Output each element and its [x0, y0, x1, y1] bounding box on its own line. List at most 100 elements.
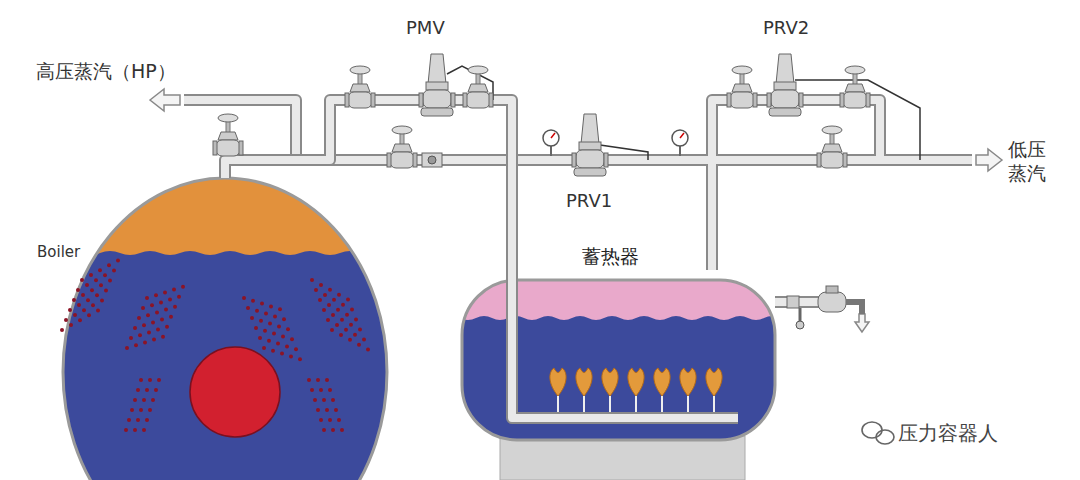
globe-valve [840, 66, 870, 108]
tube-dot [133, 398, 137, 402]
tube-dot [148, 378, 152, 382]
tube-dot [137, 316, 141, 320]
tube-dot [145, 418, 149, 422]
tube-dot [319, 418, 323, 422]
pipework [184, 100, 972, 302]
tube-dot [314, 288, 318, 292]
tube-dot [337, 418, 341, 422]
tube-dot [156, 328, 160, 332]
tube-dot [250, 316, 254, 320]
tube-dot [273, 314, 277, 318]
tube-dot [260, 302, 264, 306]
tube-dot [246, 306, 250, 310]
tube-dot [337, 293, 341, 297]
tube-dot [326, 318, 330, 322]
tube-dot [133, 326, 137, 330]
accumulator-shell [460, 278, 780, 448]
tube-dot [76, 288, 80, 292]
boiler-shell [50, 170, 400, 480]
tube-dot [313, 398, 317, 402]
watermark: 压力容器人 [898, 421, 998, 445]
globe-valve [463, 66, 493, 108]
tube-dot [276, 342, 280, 346]
tube-dot [69, 323, 73, 327]
tube-dot [81, 293, 85, 297]
accumulator: 蓄热器 [462, 280, 775, 440]
globe-valve [345, 66, 375, 108]
tube-dot [72, 298, 76, 302]
tube-dot [272, 332, 276, 336]
tube-dot [282, 317, 286, 321]
tube-dot [146, 313, 150, 317]
tube-dot [139, 378, 143, 382]
steam-pipe [225, 100, 512, 280]
tube-dot [349, 323, 353, 327]
tube-dot [357, 343, 361, 347]
tube-dot [125, 346, 129, 350]
tube-dot [286, 327, 290, 331]
tube-dot [280, 352, 284, 356]
tube-dot [169, 315, 173, 319]
tube-dot [294, 347, 298, 351]
tube-dot [358, 328, 362, 332]
tube-dot [151, 398, 155, 402]
tube-dot [141, 306, 145, 310]
steam-trap [787, 286, 862, 329]
tube-dot [345, 313, 349, 317]
tube-dot [348, 338, 352, 342]
tube-dot [60, 328, 64, 332]
tube-dot [133, 428, 137, 432]
valve-tag: PMV [406, 17, 445, 39]
check-valve [422, 153, 442, 167]
tube-dot [104, 288, 108, 292]
tube-dot [134, 343, 138, 347]
tube-dot [142, 323, 146, 327]
tube-dot [346, 298, 350, 302]
tube-dot [154, 388, 158, 392]
steam-nozzle [602, 368, 618, 412]
pressure-valve [572, 114, 608, 176]
tube-dot [254, 326, 258, 330]
tube-dot [336, 308, 340, 312]
tube-dot [173, 305, 177, 309]
tube-dot [172, 288, 176, 292]
tube-dot [90, 288, 94, 292]
tube-dot [277, 324, 281, 328]
stream-label: 高压蒸汽（HP） [36, 60, 176, 83]
tube-dot [269, 304, 273, 308]
globe-valve [387, 126, 417, 168]
steam-nozzle [576, 368, 592, 412]
tube-dot [362, 338, 366, 342]
tube-dot [350, 308, 354, 312]
tube-dot [136, 418, 140, 422]
node-label: 蓄热器 [582, 245, 639, 268]
steam-nozzle [706, 368, 722, 412]
tube-dot [366, 348, 370, 352]
tube-dot [316, 408, 320, 412]
tube-dot [142, 428, 146, 432]
steam-nozzle [680, 368, 696, 412]
pressure-valve [419, 54, 455, 116]
tube-dot [278, 307, 282, 311]
valves [213, 54, 920, 329]
tube-dot [268, 322, 272, 326]
tube-dot [264, 312, 268, 316]
tube-dot [108, 278, 112, 282]
node-label: Boiler [37, 243, 80, 261]
tube-dot [138, 333, 142, 337]
tube-dot [96, 308, 100, 312]
pressure-valve [767, 54, 803, 116]
valve-tag: PRV1 [566, 190, 612, 212]
tube-dot [68, 308, 72, 312]
tube-dot [136, 388, 140, 392]
tube-dot [91, 303, 95, 307]
sensing-line [795, 80, 920, 160]
tube-dot [263, 329, 267, 333]
tube-dot [281, 334, 285, 338]
tube-dot [177, 295, 181, 299]
tube-dot [310, 388, 314, 392]
tube-dot [77, 303, 81, 307]
tube-dot [335, 323, 339, 327]
tube-dot [331, 398, 335, 402]
flow-arrows [150, 89, 1002, 332]
